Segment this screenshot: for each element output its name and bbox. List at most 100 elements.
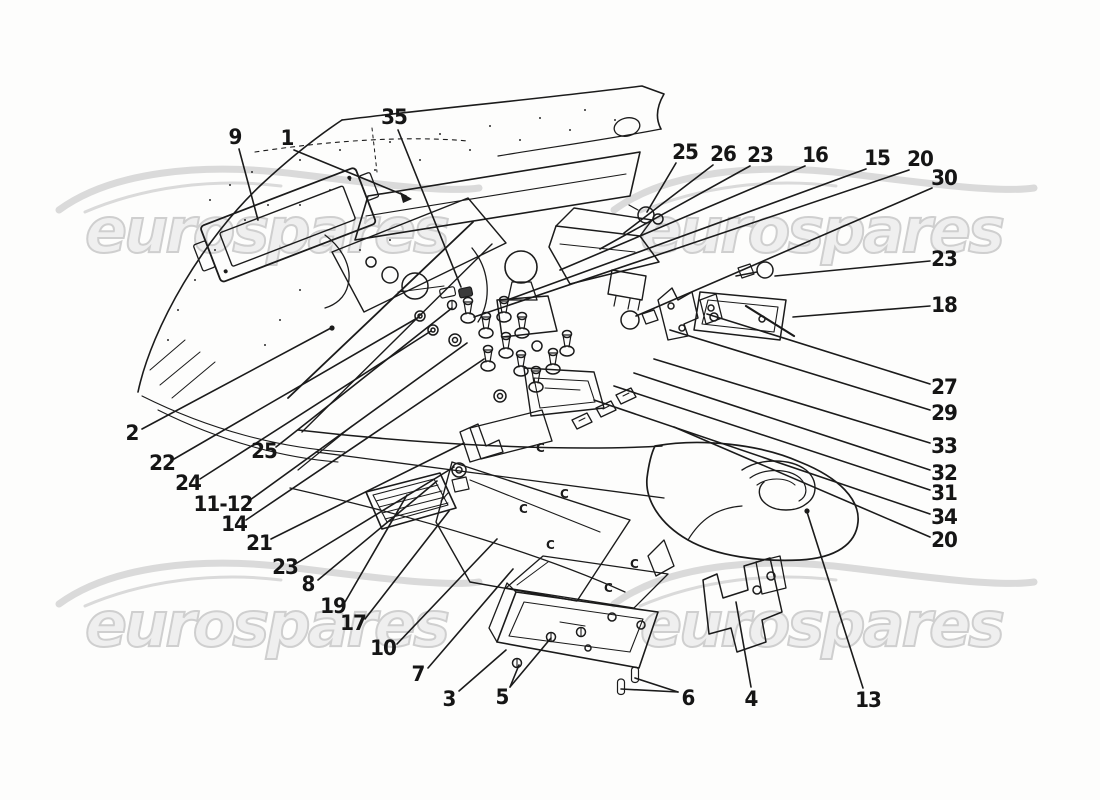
heater-controls-shape <box>533 377 596 409</box>
stipple-texture-shape <box>614 119 616 121</box>
clip-mark-c: C <box>630 557 639 571</box>
leader-line-14 <box>245 358 485 521</box>
stipple-texture-shape <box>167 339 169 341</box>
console-tunnel-shape <box>289 487 626 593</box>
leader-line-20 <box>673 426 931 538</box>
dashboard-outline-shape <box>141 395 346 453</box>
grille-bracket <box>440 409 553 502</box>
console-brackets-shape <box>678 324 686 332</box>
dashboard-outline-shape <box>497 128 662 157</box>
grille-bracket-shape <box>440 492 449 502</box>
switch-cluster-shape <box>427 324 439 336</box>
stipple-texture-shape <box>299 204 301 206</box>
stipple-texture-shape <box>584 109 586 111</box>
console-brackets-shape <box>641 309 659 325</box>
lower-tray-shape <box>488 582 517 643</box>
leader-lines <box>141 129 933 693</box>
stipple-texture-shape <box>299 159 301 161</box>
clip-mark-c: C <box>519 502 528 516</box>
stipple-texture-shape <box>539 117 541 119</box>
stipple-texture-shape <box>569 129 571 131</box>
stipple-texture-shape <box>209 199 211 201</box>
dashboard-outline-shape <box>149 339 216 399</box>
grille-bracket-shape <box>451 476 470 493</box>
leader-line-10 <box>396 538 498 645</box>
switch-cluster-shape <box>430 327 436 333</box>
lower-tray-shape <box>636 620 646 630</box>
leader-line-15 <box>509 168 867 300</box>
lower-tray-shape <box>508 601 644 653</box>
switch-cluster-shape <box>480 344 496 372</box>
armrest-shape <box>646 441 859 562</box>
switch-cluster-shape <box>414 310 426 322</box>
lower-tray-shape <box>496 591 659 669</box>
console-tunnel-shape <box>435 461 631 602</box>
leader-line-24 <box>199 330 432 480</box>
grille-bracket-shape <box>455 466 463 474</box>
clip-mark-c: C <box>546 538 555 552</box>
armrest-shape <box>647 539 675 577</box>
instrument-panel <box>331 197 507 313</box>
lower-tray <box>488 555 669 669</box>
heater-controls-shape <box>571 412 593 430</box>
stipple-texture-shape <box>469 149 471 151</box>
switch-cluster-shape <box>448 333 462 347</box>
clip-mark-c: C <box>536 441 545 455</box>
leader-line-27 <box>706 313 931 385</box>
leader-arrow-1 <box>400 192 412 203</box>
switch-cluster-shape <box>417 313 423 319</box>
faceplate-part-18-shape <box>744 304 796 338</box>
ashtray-shape <box>555 207 653 237</box>
lower-tray-shape <box>505 555 669 609</box>
vent-housing-part-9-shape <box>193 240 216 272</box>
lower-tray-shape <box>511 657 523 669</box>
stipple-texture-shape <box>214 249 216 251</box>
console-tunnel-shape <box>315 451 665 499</box>
instrument-panel-shape <box>381 266 399 284</box>
leader-line-6 <box>634 677 679 693</box>
stipple-texture-shape <box>229 184 231 186</box>
leader-line-2 <box>141 327 332 430</box>
switch-cluster-shape <box>531 340 543 352</box>
stipple-texture-shape <box>194 279 196 281</box>
grille-bracket-shape <box>459 423 504 463</box>
stipple-texture-shape <box>389 141 391 143</box>
stipple-texture-shape <box>177 309 179 311</box>
relay-block-shape <box>607 269 647 301</box>
switch-cluster-shape <box>478 311 494 339</box>
lower-tray-shape <box>516 561 549 586</box>
vent-housing-part-9 <box>193 167 380 283</box>
leader-line-23 <box>296 466 455 564</box>
vent-grille-shape <box>375 484 449 520</box>
instrument-panel-shape <box>397 285 445 293</box>
ignition-key-shape <box>756 261 774 279</box>
lower-tray-shape <box>575 626 587 638</box>
dash-top-pad-part-1 <box>354 151 641 241</box>
dashboard-outline-shape <box>341 85 665 130</box>
armrest-shape <box>749 469 807 502</box>
armrest-shape <box>741 460 816 511</box>
switch-cluster <box>414 295 575 403</box>
ashtray-shape <box>559 243 636 253</box>
stipple-texture-shape <box>264 344 266 346</box>
stipple-texture-shape <box>489 125 491 127</box>
vent-housing-part-9-shape <box>223 269 228 274</box>
console-tunnel-shape <box>469 479 601 533</box>
switch-cluster-shape <box>513 349 529 377</box>
leader-line-21 <box>270 442 465 540</box>
leader-line-31 <box>613 385 931 491</box>
lower-tray-shape <box>607 612 617 622</box>
leader-line-8 <box>317 480 438 581</box>
faceplate-part-18-shape <box>758 315 766 323</box>
vent-housing-part-9-shape <box>200 167 377 283</box>
switch-cluster-shape <box>493 389 507 403</box>
leader-line-23 <box>599 165 751 250</box>
console-tunnel-shape <box>297 429 663 449</box>
leader-line-20 <box>473 169 910 318</box>
relay-block-shape <box>613 295 641 311</box>
leader-line-3 <box>458 649 507 692</box>
stipple-texture-shape <box>299 289 301 291</box>
console-brackets-shape <box>707 304 715 312</box>
leader-line-30 <box>635 187 933 317</box>
